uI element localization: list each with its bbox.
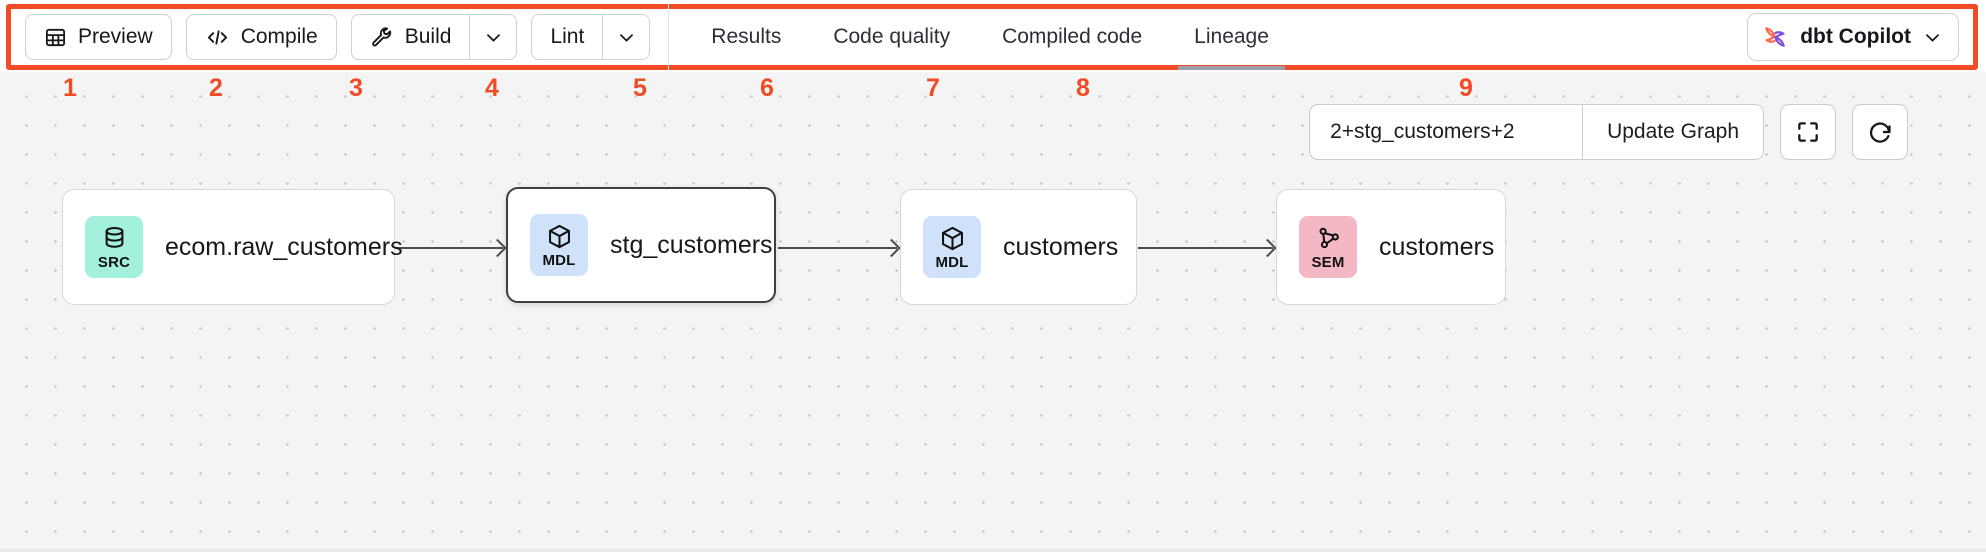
tab-results[interactable]: Results [711, 25, 782, 48]
bottom-divider [0, 549, 1986, 552]
toolbar-divider [668, 4, 670, 70]
node-type-label: MDL [935, 254, 969, 271]
compile-label: Compile [240, 25, 318, 48]
node-label: customers [1379, 232, 1495, 261]
lineage-node-src[interactable]: SRC ecom.raw_customers [62, 189, 403, 305]
graph-selector-group: Update Graph [1309, 104, 1764, 160]
callout-4: 4 [485, 74, 499, 102]
node-label: customers [1003, 232, 1119, 261]
graph-controls: Update Graph [1309, 104, 1908, 160]
callout-3: 3 [349, 74, 363, 102]
node-label: ecom.raw_customers [165, 232, 403, 261]
node-label: stg_customers [610, 230, 773, 259]
node-type-badge-src: SRC [85, 216, 143, 278]
cube-icon [939, 223, 966, 253]
dbt-copilot-label: dbt Copilot [1800, 25, 1911, 48]
code-brackets-icon [207, 29, 227, 45]
chevron-down-icon [1926, 33, 1939, 42]
chevron-down-icon [619, 33, 633, 42]
compile-button[interactable]: Compile [185, 14, 337, 60]
fullscreen-icon [1798, 122, 1818, 142]
editor-toolbar: Preview Compile Build [11, 4, 1973, 70]
node-type-badge-mdl: MDL [923, 216, 981, 278]
node-type-badge-mdl: MDL [530, 214, 588, 276]
callout-1: 1 [63, 74, 77, 102]
callout-8: 8 [1076, 74, 1090, 102]
node-type-label: SEM [1311, 254, 1345, 271]
node-type-label: SRC [97, 254, 131, 271]
node-graph-icon [1315, 223, 1342, 253]
dbt-copilot-button[interactable]: dbt Copilot [1747, 13, 1959, 61]
table-icon [45, 28, 66, 46]
callout-2: 2 [209, 74, 223, 102]
tab-code-quality[interactable]: Code quality [833, 25, 951, 48]
toolbar-annotation-frame: Preview Compile Build [6, 4, 1978, 70]
refresh-button[interactable] [1852, 104, 1908, 160]
build-button[interactable]: Build [350, 14, 470, 60]
build-split-button: Build [350, 14, 518, 60]
callout-9: 9 [1459, 74, 1473, 102]
database-icon [101, 223, 128, 253]
build-label: Build [404, 25, 452, 48]
lint-button[interactable]: Lint [531, 14, 603, 60]
lint-dropdown-button[interactable] [602, 14, 651, 60]
cube-icon [546, 221, 573, 251]
result-tabs: Results Code quality Compiled code Lineage [685, 9, 1295, 70]
preview-button[interactable]: Preview [25, 14, 172, 60]
lineage-edge-src-to-stg [396, 247, 503, 249]
fullscreen-button[interactable] [1780, 104, 1836, 160]
callout-5: 5 [633, 74, 647, 102]
lint-label: Lint [550, 25, 585, 48]
wrench-icon [371, 27, 391, 47]
update-graph-button[interactable]: Update Graph [1582, 105, 1763, 159]
dbt-copilot-icon [1765, 27, 1785, 47]
node-type-label: MDL [542, 252, 576, 269]
build-dropdown-button[interactable] [469, 14, 518, 60]
node-type-badge-sem: SEM [1299, 216, 1357, 278]
lineage-node-mdl[interactable]: MDL customers [900, 189, 1137, 305]
tab-compiled-code[interactable]: Compiled code [1002, 25, 1143, 48]
graph-selector-input[interactable] [1310, 105, 1583, 159]
lineage-edge-stg-to-mdl [778, 247, 897, 249]
lineage-edge-mdl-to-sem [1138, 247, 1273, 249]
callout-7: 7 [926, 74, 940, 102]
callout-numbers: 1 2 3 4 5 6 7 8 9 [0, 74, 1986, 108]
preview-label: Preview [78, 25, 153, 48]
lint-split-button: Lint [531, 14, 651, 60]
lineage-node-sem[interactable]: SEM customers [1276, 189, 1506, 305]
callout-6: 6 [760, 74, 774, 102]
tab-lineage[interactable]: Lineage [1168, 9, 1295, 70]
refresh-icon [1869, 122, 1891, 143]
chevron-down-icon [487, 33, 500, 42]
lineage-node-stg[interactable]: MDL stg_customers [506, 187, 776, 303]
